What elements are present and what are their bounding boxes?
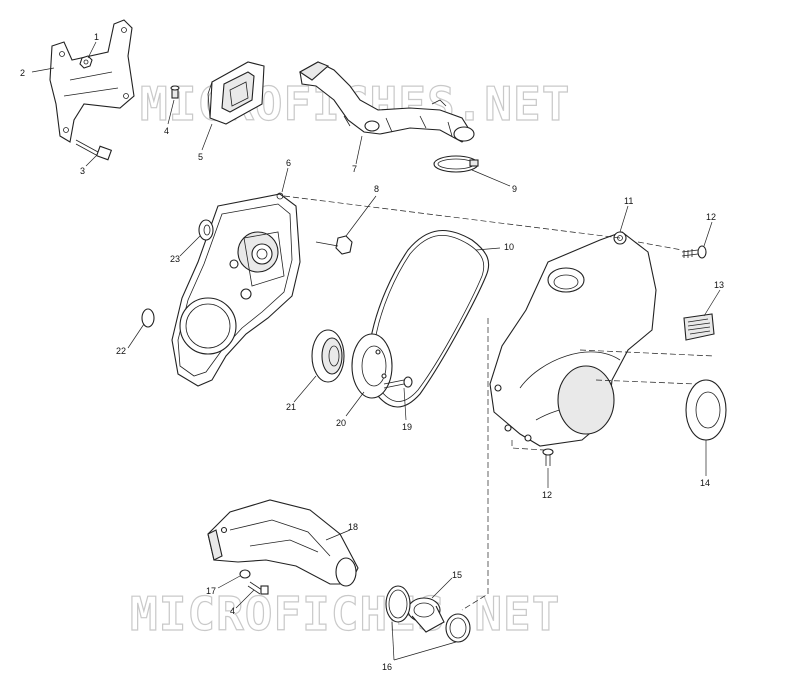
alignment-line-4 — [579, 349, 715, 357]
exhaust-duct — [207, 499, 359, 587]
callout-4-bottom: 4 — [230, 606, 235, 616]
intake-duct — [298, 61, 475, 143]
callout-1: 1 — [94, 32, 99, 42]
alignment-line-6 — [511, 440, 545, 451]
shaft-seal — [311, 329, 345, 383]
coupler — [407, 597, 445, 633]
outer-clutch-cover — [489, 231, 657, 447]
callout-18: 18 — [348, 522, 358, 532]
alignment-line-3 — [461, 318, 489, 611]
callout-2: 2 — [20, 68, 25, 78]
callout-11: 11 — [624, 196, 633, 206]
cover-screw-bottom — [542, 448, 554, 466]
washer — [239, 569, 251, 579]
callout-labels: 1 2 3 4 5 6 7 8 9 10 11 12 12 13 14 15 1… — [20, 32, 724, 672]
callout-7: 7 — [352, 164, 357, 174]
callout-21: 21 — [286, 402, 296, 412]
nut — [79, 55, 93, 69]
hose-clamp-left — [385, 585, 411, 623]
cover-bolt — [315, 235, 353, 255]
callout-19: 19 — [402, 422, 412, 432]
callout-14: 14 — [700, 478, 710, 488]
callout-16: 16 — [382, 662, 392, 672]
alignment-line-1 — [283, 195, 621, 239]
callout-8: 8 — [374, 184, 379, 194]
hose-clamp-top — [433, 155, 479, 173]
callout-6: 6 — [286, 158, 291, 168]
callout-4-top: 4 — [164, 126, 169, 136]
callout-12-top: 12 — [706, 212, 716, 222]
callout-9: 9 — [512, 184, 517, 194]
callout-20: 20 — [336, 418, 346, 428]
watermark-bottom: MICROFICHES.NET — [130, 587, 560, 641]
callout-3: 3 — [80, 166, 85, 176]
inner-clutch-cover — [171, 192, 301, 387]
grommet — [198, 219, 214, 241]
callout-10: 10 — [504, 242, 514, 252]
hose-clamp-right — [445, 613, 471, 643]
alignment-line-2 — [637, 241, 683, 251]
drive-belt — [367, 229, 490, 408]
decal — [683, 313, 715, 341]
alignment-line-5 — [595, 379, 697, 385]
bracket-bolt — [75, 139, 113, 161]
callout-13: 13 — [714, 280, 724, 290]
callout-15: 15 — [452, 570, 462, 580]
leader-lines — [31, 41, 721, 661]
callout-17: 17 — [206, 586, 216, 596]
cover-screw-top — [681, 245, 707, 259]
callout-23: 23 — [170, 254, 180, 264]
bearing-plate — [351, 333, 393, 399]
callout-22: 22 — [116, 346, 126, 356]
intake-boot — [207, 61, 265, 125]
callout-12-bottom: 12 — [542, 490, 552, 500]
plug — [141, 308, 155, 328]
callout-5: 5 — [198, 152, 203, 162]
plate-screw — [383, 376, 413, 389]
small-screw-top — [170, 85, 180, 99]
mounting-bracket — [49, 19, 135, 143]
outer-ring — [685, 379, 727, 441]
